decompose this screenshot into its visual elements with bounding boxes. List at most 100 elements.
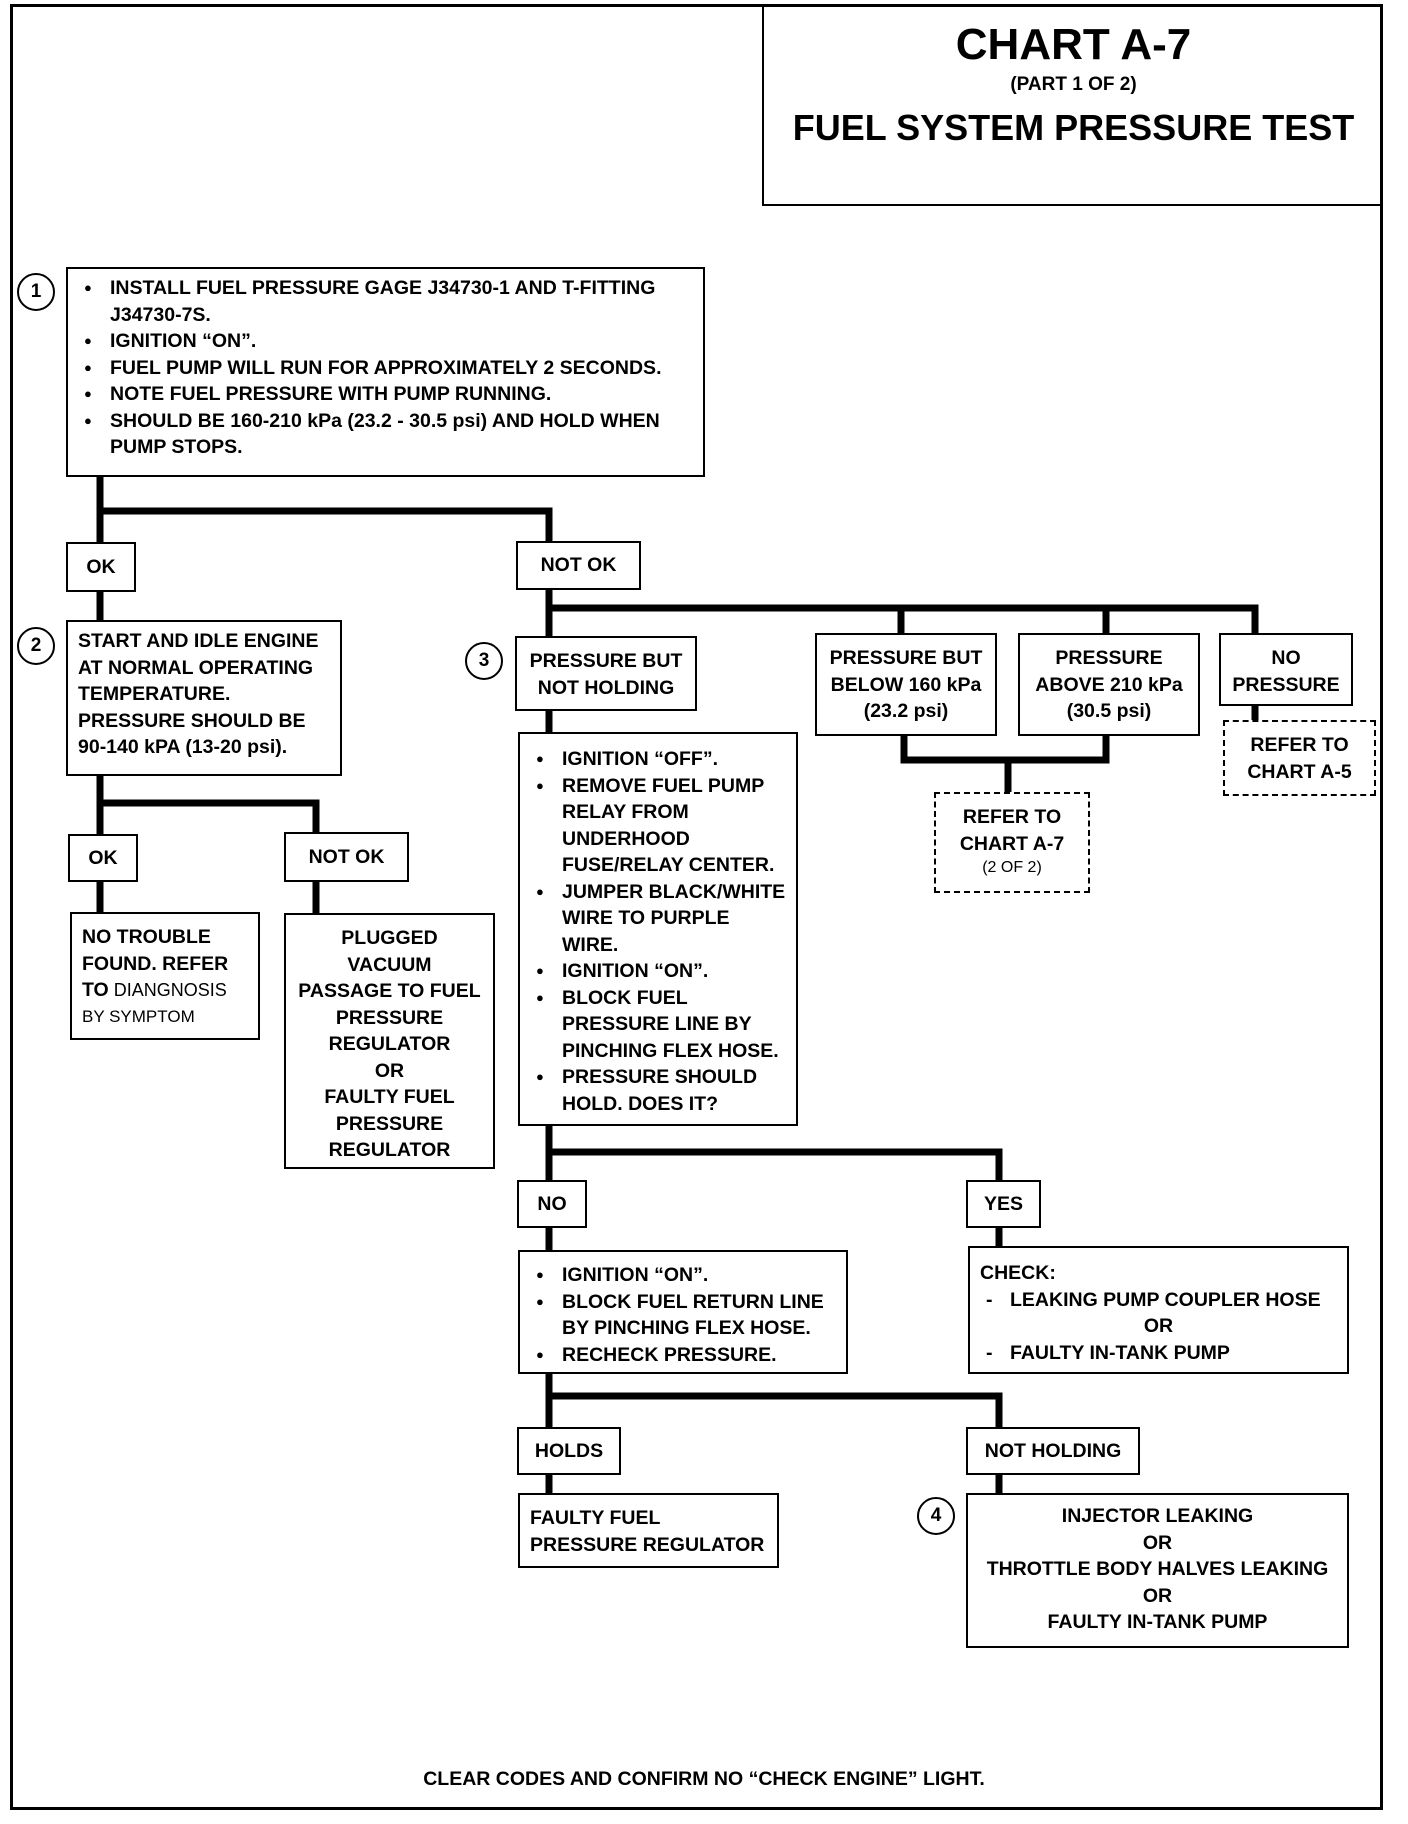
check-or: OR (1143, 1315, 1174, 1337)
box-line: PRESSURE BUT (529, 650, 683, 672)
chart-title-block: CHART A-7 (PART 1 OF 2) FUEL SYSTEM PRES… (762, 4, 1383, 206)
plugged-vacuum-box: PLUGGED VACUUM PASSAGE TO FUEL PRESSURE … (284, 913, 495, 1169)
jumper-relay-box: IGNITION “OFF”. REMOVE FUEL PUMP RELAY F… (518, 732, 798, 1126)
box-line: REGULATOR (328, 1033, 451, 1055)
step-item: RECHECK PRESSURE. (530, 1342, 836, 1369)
connector (545, 604, 1259, 638)
box-line: PRESSURE SHOULD BE (78, 709, 306, 732)
holds-label: HOLDS (517, 1427, 621, 1475)
check-item: FAULTY IN-TANK PUMP (980, 1340, 1337, 1367)
step-item: NOTE FUEL PRESSURE WITH PUMP RUNNING. (78, 381, 693, 408)
chart-part: (PART 1 OF 2) (1010, 74, 1137, 95)
injector-leaking-box: INJECTOR LEAKING OR THROTTLE BODY HALVES… (966, 1493, 1349, 1648)
box-line: PRESSURE (1232, 673, 1340, 696)
box-line: CHECK: (980, 1262, 1056, 1284)
box-line: NOT HOLDING (537, 676, 675, 699)
box-line-part: DIANGNOSIS (108, 980, 227, 1000)
page-frame (10, 4, 1383, 1810)
box-line: NO TROUBLE (82, 926, 211, 948)
step-marker-3: 3 (465, 642, 503, 680)
step-item: SHOULD BE 160-210 kPa (23.2 - 30.5 psi) … (78, 408, 693, 461)
box-line: PRESSURE BUT (829, 647, 983, 669)
box-line: BELOW 160 kPa (830, 673, 982, 696)
box-line: OR (374, 1059, 405, 1082)
box-line: THROTTLE BODY HALVES LEAKING (986, 1558, 1329, 1580)
box-line: (23.2 psi) (863, 700, 949, 722)
step-item: IGNITION “ON”. (530, 958, 786, 985)
block-return-line-box: IGNITION “ON”. BLOCK FUEL RETURN LINE BY… (518, 1250, 848, 1374)
step-item: IGNITION “OFF”. (530, 746, 786, 773)
chart-title: FUEL SYSTEM PRESSURE TEST (792, 107, 1355, 148)
box-line: START AND IDLE ENGINE (78, 630, 319, 652)
connector (545, 1369, 1003, 1432)
install-gage-box: INSTALL FUEL PRESSURE GAGE J34730-1 AND … (66, 267, 705, 477)
box-line: TEMPERATURE. (78, 683, 231, 705)
box-line: REFER TO (1250, 734, 1349, 756)
connector (545, 1121, 1003, 1186)
step-marker-4: 4 (917, 1497, 955, 1535)
box-line: (2 OF 2) (982, 859, 1042, 876)
pressure-above-box: PRESSURE ABOVE 210 kPa (30.5 psi) (1018, 633, 1200, 736)
connector (900, 731, 1110, 764)
step-item: FUEL PUMP WILL RUN FOR APPROXIMATELY 2 S… (78, 355, 693, 382)
not-ok-label-2: NOT OK (284, 832, 409, 882)
step-item: IGNITION “ON”. (530, 1262, 836, 1289)
box-line: PRESSURE REGULATOR (530, 1533, 765, 1556)
pressure-below-box: PRESSURE BUT BELOW 160 kPa (23.2 psi) (815, 633, 997, 736)
ok-label-2: OK (68, 834, 138, 882)
box-line: OR (1142, 1584, 1173, 1607)
step-item: INSTALL FUEL PRESSURE GAGE J34730-1 AND … (78, 275, 693, 328)
box-line: PRESSURE (335, 1112, 444, 1135)
box-line: FAULTY FUEL (324, 1086, 455, 1108)
faulty-regulator-box: FAULTY FUEL PRESSURE REGULATOR (518, 1493, 779, 1568)
box-line: (30.5 psi) (1066, 700, 1152, 722)
step-marker-1: 1 (17, 273, 55, 311)
connector (96, 472, 553, 549)
box-line: PRESSURE (335, 1006, 444, 1029)
yes-label: YES (966, 1180, 1041, 1228)
box-line: FOUND. REFER (82, 952, 229, 975)
box-line: CHART A-5 (1247, 760, 1352, 783)
box-line: TO DIANGNOSIS (82, 977, 248, 1004)
box-line: PLUGGED (341, 927, 438, 949)
box-line: PRESSURE (1055, 647, 1163, 669)
step-item: PRESSURE SHOULD HOLD. DOES IT? (530, 1064, 786, 1117)
not-holding-label: NOT HOLDING (966, 1427, 1140, 1475)
box-line: BY SYMPTOM (82, 1006, 195, 1026)
refer-chart-a7-box: REFER TO CHART A-7 (2 OF 2) (934, 792, 1090, 893)
box-line: NO (1271, 647, 1301, 669)
not-ok-label-1: NOT OK (516, 541, 641, 590)
step-marker-2: 2 (17, 627, 55, 665)
box-line: CHART A-7 (959, 832, 1065, 855)
step-item: REMOVE FUEL PUMP RELAY FROM UNDERHOOD FU… (530, 773, 786, 879)
box-line: FAULTY FUEL (530, 1507, 661, 1529)
no-label: NO (517, 1180, 587, 1228)
refer-chart-a5-box: REFER TO CHART A-5 (1223, 720, 1376, 796)
box-line: OR (1142, 1531, 1173, 1554)
box-line-part: TO (82, 979, 109, 1001)
box-line: INJECTOR LEAKING (1061, 1505, 1254, 1527)
box-line: ABOVE 210 kPa (1035, 673, 1183, 696)
connector (96, 771, 320, 839)
step-item: JUMPER BLACK/WHITE WIRE TO PURPLE WIRE. (530, 879, 786, 959)
no-pressure-box: NO PRESSURE (1219, 633, 1353, 706)
chart-number: CHART A-7 (955, 20, 1192, 69)
no-trouble-box: NO TROUBLE FOUND. REFER TO DIANGNOSIS BY… (70, 912, 260, 1040)
box-line: REFER TO (962, 806, 1062, 828)
check-pump-box: CHECK: LEAKING PUMP COUPLER HOSE OR FAUL… (968, 1246, 1349, 1374)
box-line: REGULATOR (328, 1139, 451, 1161)
ok-label-1: OK (66, 542, 136, 592)
box-line: PASSAGE TO FUEL (298, 980, 481, 1002)
step-item: IGNITION “ON”. (78, 328, 693, 355)
check-item: LEAKING PUMP COUPLER HOSE (980, 1287, 1337, 1314)
box-line: VACUUM (347, 953, 432, 976)
box-line: FAULTY IN-TANK PUMP (1047, 1611, 1268, 1633)
pressure-not-holding-box: PRESSURE BUT NOT HOLDING (515, 636, 697, 711)
step-item: BLOCK FUEL PRESSURE LINE BY PINCHING FLE… (530, 985, 786, 1065)
step-item: BLOCK FUEL RETURN LINE BY PINCHING FLEX … (530, 1289, 836, 1342)
box-line: AT NORMAL OPERATING (78, 656, 314, 679)
box-line: 90-140 kPA (13-20 psi). (78, 736, 288, 758)
idle-engine-box: START AND IDLE ENGINE AT NORMAL OPERATIN… (66, 620, 342, 776)
footer-instruction: CLEAR CODES AND CONFIRM NO “CHECK ENGINE… (423, 1768, 985, 1790)
